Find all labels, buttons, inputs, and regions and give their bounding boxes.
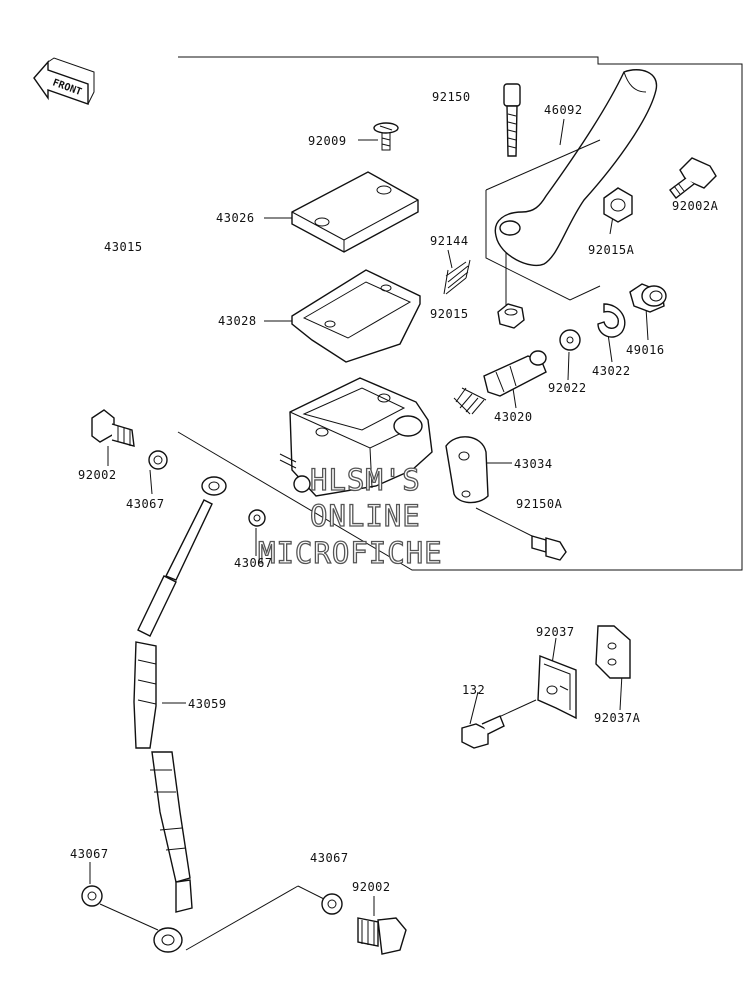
bolt-92150A bbox=[531, 535, 567, 561]
washer-43067-right bbox=[321, 893, 343, 915]
part-label-46092: 46092 bbox=[544, 103, 583, 117]
part-label-92150: 92150 bbox=[432, 90, 471, 104]
part-label-43067-mid: 43067 bbox=[234, 556, 273, 570]
leader-lines bbox=[89, 112, 649, 951]
part-label-43067-right: 43067 bbox=[310, 851, 349, 865]
part-label-132: 132 bbox=[462, 683, 485, 697]
clamp-43034 bbox=[445, 436, 489, 504]
bolt-92002A bbox=[669, 157, 717, 199]
watermark-line-3: MICROFICHE bbox=[258, 536, 443, 570]
nut-92015 bbox=[497, 303, 525, 329]
brake-lever-46092 bbox=[485, 69, 658, 301]
part-labels: 92150 46092 92009 92002A 43026 43015 921… bbox=[70, 90, 719, 894]
part-label-43067-left: 43067 bbox=[70, 847, 109, 861]
washer-43067-mid bbox=[248, 509, 266, 527]
circlip-43022 bbox=[597, 303, 626, 338]
assembly-frame bbox=[177, 56, 743, 571]
part-label-92002A: 92002A bbox=[672, 199, 719, 213]
bolt-92150 bbox=[503, 83, 521, 157]
part-label-43015: 43015 bbox=[104, 240, 143, 254]
part-label-92002-top: 92002 bbox=[78, 468, 117, 482]
part-label-92037: 92037 bbox=[536, 625, 575, 639]
part-label-43022: 43022 bbox=[592, 364, 631, 378]
watermark: HLSM'S ONLINE MICROFICHE bbox=[257, 462, 443, 570]
cap-43026 bbox=[291, 171, 419, 253]
part-label-43026: 43026 bbox=[216, 211, 255, 225]
bolt-92002-top bbox=[91, 409, 135, 447]
part-label-43034: 43034 bbox=[514, 457, 553, 471]
bolt-132 bbox=[461, 715, 505, 749]
bolt-92002-bottom bbox=[357, 917, 407, 955]
washer-92015A bbox=[603, 187, 633, 223]
part-label-49016: 49016 bbox=[626, 343, 665, 357]
part-label-92022: 92022 bbox=[548, 381, 587, 395]
screw-92009 bbox=[373, 122, 399, 151]
spring-92144 bbox=[443, 259, 471, 295]
part-label-92009: 92009 bbox=[308, 134, 347, 148]
bracket-92037 bbox=[537, 654, 577, 720]
part-label-92144: 92144 bbox=[430, 234, 469, 248]
part-label-43067-top: 43067 bbox=[126, 497, 165, 511]
part-label-92015A: 92015A bbox=[588, 243, 635, 257]
part-label-43020: 43020 bbox=[494, 410, 533, 424]
watermark-line-2: ONLINE bbox=[310, 499, 421, 533]
diaphragm-43028 bbox=[291, 269, 421, 363]
front-arrow-icon: FRONT bbox=[33, 57, 95, 105]
master-cylinder-body bbox=[279, 377, 433, 497]
part-label-43028: 43028 bbox=[218, 314, 257, 328]
piston-kit-43020 bbox=[453, 350, 547, 415]
part-label-92150A: 92150A bbox=[516, 497, 563, 511]
part-label-92002-bottom: 92002 bbox=[352, 880, 391, 894]
washer-43067-top bbox=[148, 450, 168, 470]
washer-43067-left bbox=[81, 885, 103, 907]
part-label-92037A: 92037A bbox=[594, 711, 641, 725]
washer-92022 bbox=[559, 329, 581, 351]
part-label-43059: 43059 bbox=[188, 697, 227, 711]
boot-49016 bbox=[629, 283, 667, 313]
part-label-92015: 92015 bbox=[430, 307, 469, 321]
watermark-line-1: HLSM'S bbox=[310, 463, 421, 497]
brake-hose-43059 bbox=[133, 476, 227, 953]
bracket-92037A bbox=[595, 625, 631, 679]
